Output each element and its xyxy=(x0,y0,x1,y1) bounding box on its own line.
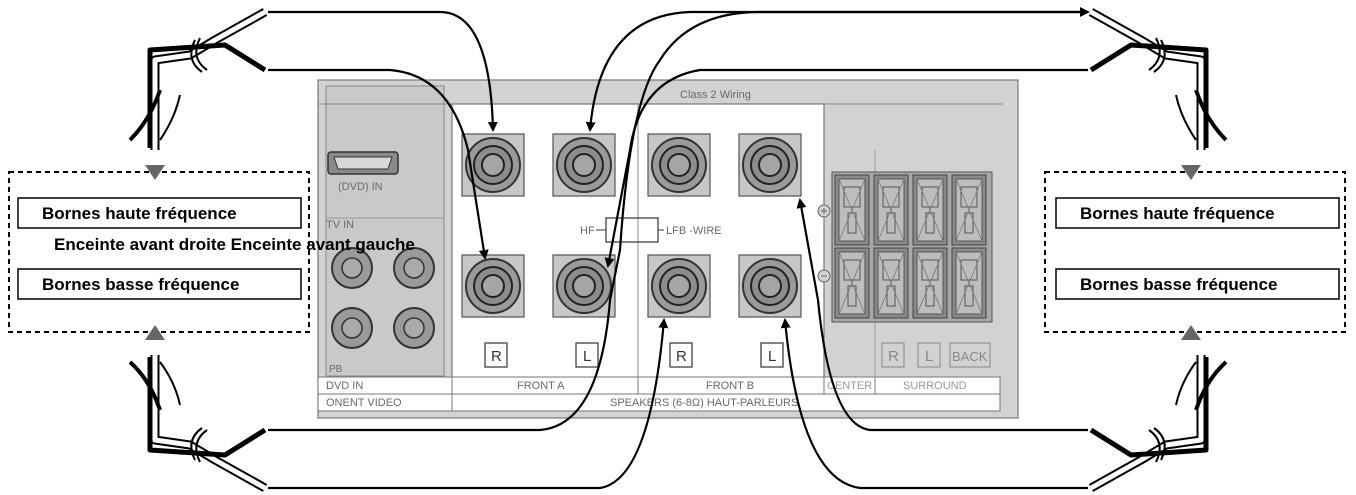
surround-badges xyxy=(881,342,991,368)
front-speakers-caption: Enceinte avant droite Enceinte avant gau… xyxy=(54,235,415,254)
right-cables xyxy=(1088,8,1228,492)
letter-l-front-b: L xyxy=(768,348,776,365)
surround-r-letter: R xyxy=(888,348,899,365)
hdmi-connector xyxy=(327,151,399,175)
front-a-label: FRONT A xyxy=(517,380,565,392)
right-high-terminals-label: Bornes haute fréquence xyxy=(1080,204,1275,223)
letter-r-front-b: R xyxy=(676,348,687,365)
surround-back-letter: BACK xyxy=(952,349,988,364)
dvd-in-label: DVD IN xyxy=(326,380,363,392)
spring-clip-terminals xyxy=(831,171,993,323)
front-b-label: FRONT B xyxy=(706,380,754,392)
channel-badges xyxy=(484,342,784,368)
dvd-in-hdmi-label: (DVD) IN xyxy=(338,181,383,193)
terminal-front-b-r-plus xyxy=(647,133,711,197)
left-low-terminals-label: Bornes basse fréquence xyxy=(42,275,239,294)
tv-in-label: TV IN xyxy=(326,219,354,231)
class2-wiring-label: Class 2 Wiring xyxy=(680,89,751,101)
letter-l-front-a: L xyxy=(583,348,591,365)
letter-r-front-a: R xyxy=(491,348,502,365)
center-label: CENTER xyxy=(827,380,872,392)
surround-l-letter: L xyxy=(925,348,933,365)
terminal-front-a-r-minus xyxy=(461,254,525,318)
terminal-front-b-r-minus xyxy=(647,254,711,318)
rca-jacks xyxy=(331,247,435,349)
right-speaker-box xyxy=(1044,165,1346,340)
wire-arrows xyxy=(268,7,1090,490)
right-low-terminals-label: Bornes basse fréquence xyxy=(1080,275,1277,294)
component-video-label: ONENT VIDEO xyxy=(326,397,402,409)
terminal-front-b-l-minus xyxy=(738,254,802,318)
surround-label: SURROUND xyxy=(903,380,967,392)
terminal-front-a-l-minus xyxy=(552,254,616,318)
terminal-front-b-l-plus xyxy=(738,133,802,197)
hf-label: HF xyxy=(580,225,595,237)
speakers-label: SPEAKERS (6-8Ω) HAUT-PARLEURS xyxy=(610,397,798,409)
terminal-front-a-l-plus xyxy=(552,133,616,197)
hf-lfb-bracket xyxy=(596,217,664,243)
left-speaker-box xyxy=(8,165,310,340)
lfb-wire-label: LFB -WIRE xyxy=(666,225,722,237)
left-cables xyxy=(128,8,268,492)
pb-label: PB xyxy=(329,364,343,375)
receiver-rear-panel: Class 2 Wiring (DVD) IN TV IN PB DVD IN … xyxy=(317,79,1019,419)
left-high-terminals-label: Bornes haute fréquence xyxy=(42,204,237,223)
